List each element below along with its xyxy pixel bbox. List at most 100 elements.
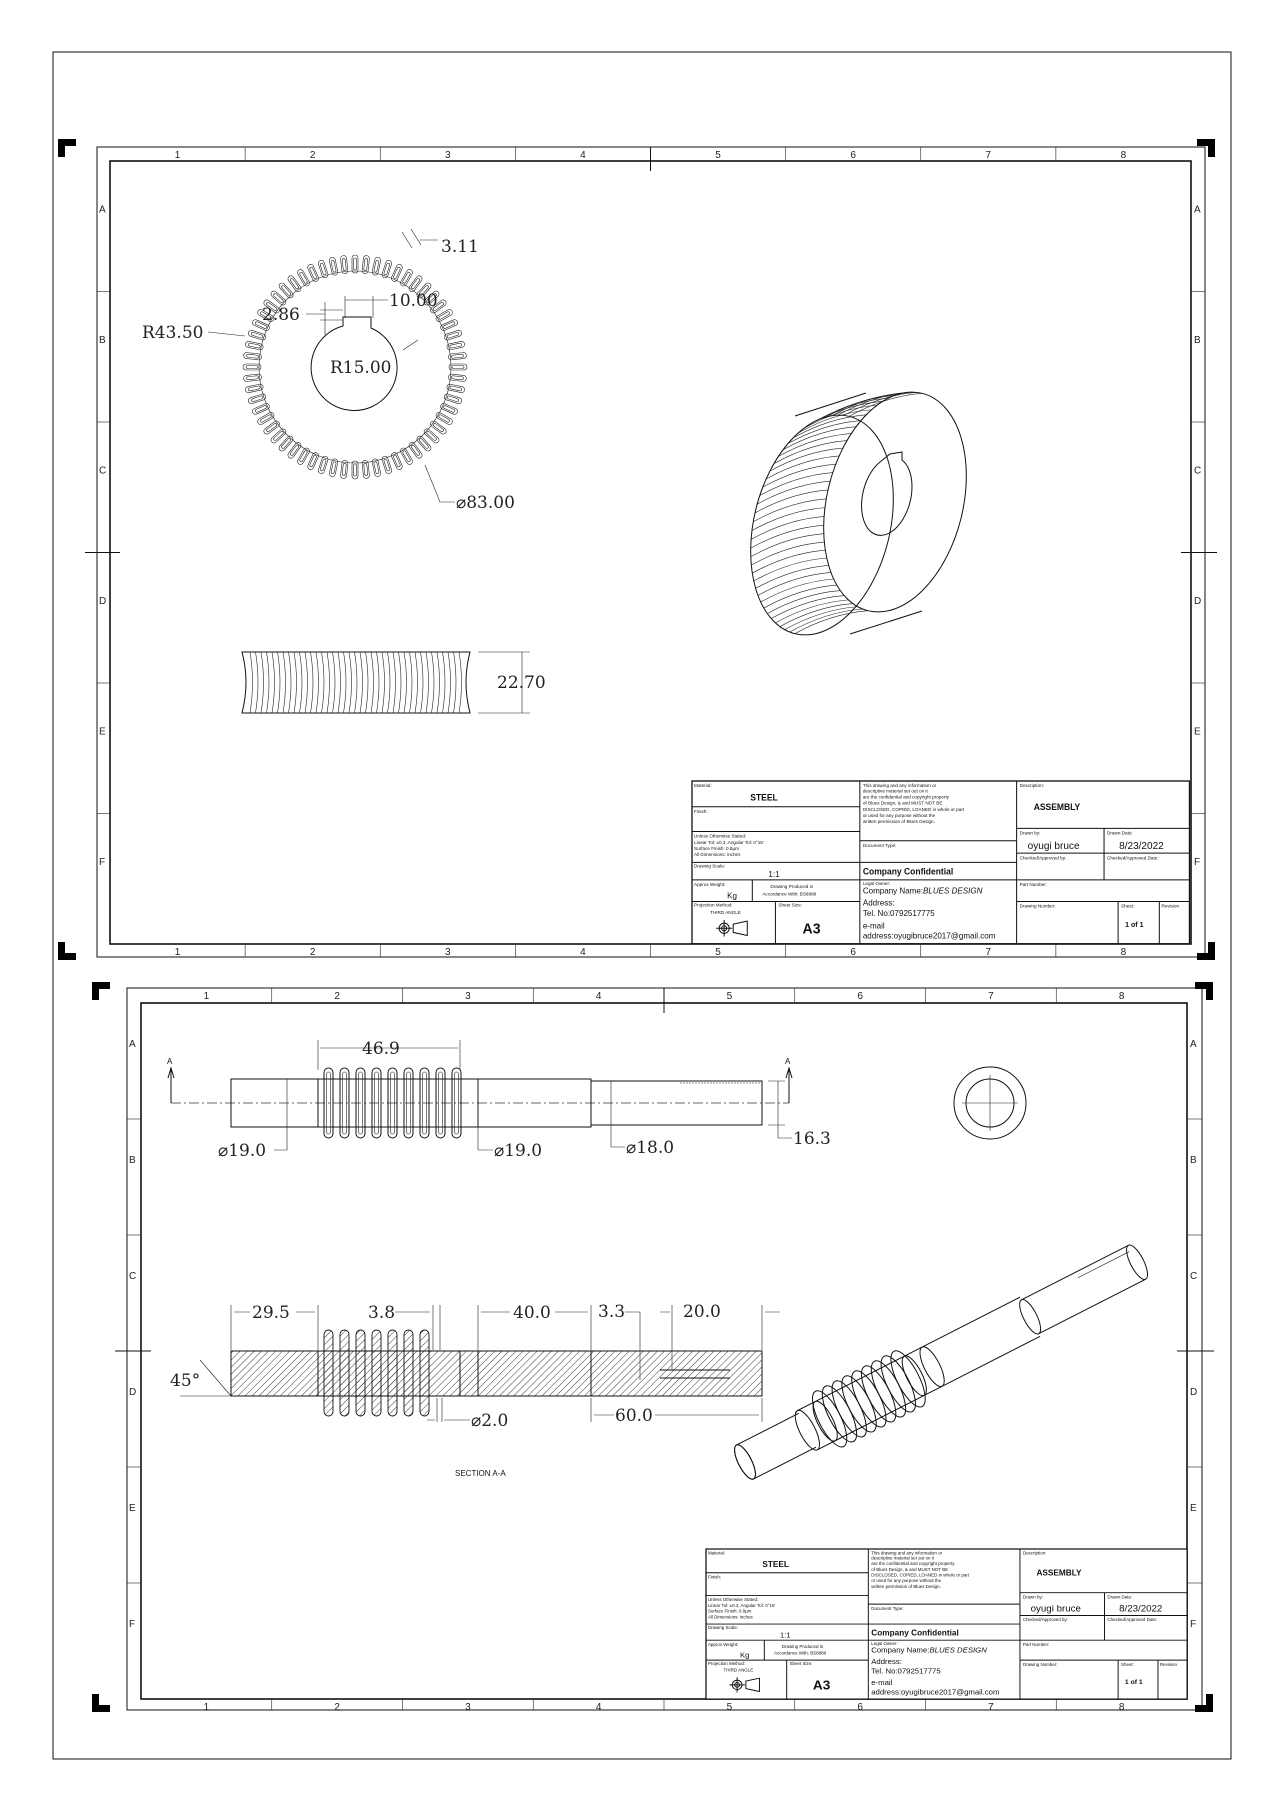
gear-tooth-inner	[290, 444, 299, 456]
zone-row-label: D	[129, 1387, 136, 1398]
gear-tooth-inner	[245, 365, 259, 369]
thread-turn	[435, 1067, 446, 1139]
gear-tooth	[263, 299, 280, 314]
gear-tooth	[287, 275, 302, 292]
document-type-label: Document Type:	[863, 843, 897, 848]
weight-unit: Kg	[727, 891, 737, 900]
gear-iso-tooth	[762, 463, 836, 488]
sheet-1: 3.11 10.00 2.86 R43.50 R15.00 ⌀83.00 22.…	[142, 228, 967, 714]
address-label: Address:	[871, 1657, 902, 1666]
corner-mark	[58, 139, 76, 157]
gear-tooth	[448, 363, 468, 371]
gear-tooth	[416, 282, 432, 299]
zone-row-label: A	[1190, 1039, 1197, 1050]
thread-ring	[890, 1350, 926, 1408]
zone-row-label: A	[99, 204, 106, 215]
gear-tooth	[381, 260, 392, 279]
telephone: Tel. No:0792517775	[871, 1667, 940, 1676]
zone-row-label: B	[99, 335, 106, 346]
gear-tooth	[307, 452, 319, 470]
gear-tooth-inner	[432, 423, 444, 432]
gear-tooth-inner	[402, 450, 411, 462]
description-label: Description:	[1020, 783, 1044, 788]
finish-label: Finish:	[708, 1574, 721, 1579]
zone-column-label: 7	[988, 1702, 994, 1713]
corner-mark	[1197, 139, 1215, 157]
gear-tooth	[340, 255, 349, 274]
dim-thread-length: 46.9	[362, 1039, 400, 1059]
drawn-by-value: oyugi bruce	[1031, 1604, 1081, 1615]
gear-tooth	[408, 275, 423, 292]
gear-side-tooth	[453, 651, 457, 714]
gear-teeth	[242, 254, 468, 480]
thread-turn	[355, 1067, 366, 1139]
gear-tooth	[371, 458, 381, 477]
zone-column-label: 8	[1121, 150, 1127, 161]
company-name-label: Company Name:	[863, 886, 923, 895]
gear-tooth	[408, 442, 423, 459]
gear-iso-tooth	[759, 472, 833, 496]
gear-tooth	[248, 393, 267, 404]
thread-turn	[419, 1067, 430, 1139]
thread-turn-inner	[438, 1071, 443, 1135]
gear-iso-tooth	[750, 533, 824, 557]
gear-tooth	[263, 420, 280, 435]
corner-mark	[1195, 1694, 1213, 1712]
shaft-end	[1126, 1244, 1149, 1280]
gear-tooth	[297, 447, 310, 465]
gear-tooth	[318, 455, 329, 474]
zone-column-label: 1	[175, 947, 181, 958]
thread-turn	[419, 1329, 430, 1417]
gear-side-tooth	[337, 651, 341, 714]
gear-tooth-inner	[451, 353, 464, 359]
telephone: Tel. No:0792517775	[863, 909, 935, 918]
zone-column-label: 6	[857, 991, 863, 1002]
gear-tooth	[448, 352, 467, 361]
zone-column-label: 4	[580, 150, 586, 161]
gear-tooth	[297, 269, 310, 287]
gear-tooth-inner	[446, 395, 460, 403]
disclaimer-line: of Blues Design, & and MUST NOT BE	[871, 1567, 948, 1572]
title-block: Material: STEEL Finish: Unless Otherwise…	[691, 780, 1191, 945]
checked-date-label: Checked/Approved Date:	[1107, 855, 1159, 860]
standard-line: Accordance With: BS8888	[762, 891, 816, 896]
thread-turn-inner	[326, 1071, 331, 1135]
section-marker-left: A	[167, 1057, 173, 1066]
zone-column-label: 8	[1121, 947, 1127, 958]
thread-turn	[403, 1067, 414, 1139]
gear-side-tooth	[343, 651, 347, 714]
shaft-segment	[904, 1346, 943, 1396]
dim-dia-mid: ⌀19.0	[494, 1141, 542, 1161]
dim-thread-pitch: 3.8	[368, 1303, 395, 1323]
disclaimer-line: are the confidential and copyright prope…	[871, 1561, 955, 1566]
gear-tooth	[381, 455, 392, 474]
gear-tooth	[446, 341, 465, 351]
shaft-dimensions: 46.9 ⌀19.0 ⌀19.0 ⌀18.0 16.3	[218, 1039, 831, 1161]
weight-label: Approx Weight:	[694, 882, 725, 887]
drawn-date-value: 8/23/2022	[1119, 841, 1164, 852]
projection-value: THIRD ANGLE	[710, 910, 741, 915]
sheet-label: Sheet:	[1121, 1662, 1134, 1667]
gear-iso-tooth	[757, 480, 831, 505]
gear-tooth	[423, 428, 440, 444]
projection-label: Projection Method:	[694, 903, 732, 908]
gear-iso-tooth	[779, 603, 853, 627]
thread-turn	[387, 1067, 398, 1139]
gear-iso-tooth	[757, 572, 831, 596]
gear-side-tooth	[271, 651, 275, 714]
gear-tooth	[252, 319, 270, 331]
shaft-end	[734, 1444, 756, 1480]
email-label: e-mail	[871, 1678, 892, 1687]
shaft-segment	[814, 1355, 925, 1442]
material-label: Material:	[694, 783, 712, 788]
gear-tooth-inner	[449, 342, 462, 349]
gear-side-tooth	[381, 651, 385, 714]
zone-row-label: F	[129, 1619, 135, 1630]
gear-side-tooth	[458, 651, 462, 714]
sheet-label: Sheet:	[1121, 904, 1134, 909]
scale-value: 1:1	[780, 1630, 791, 1639]
gear-tooth-inner	[363, 258, 369, 271]
gear-iso-tooth	[766, 455, 840, 480]
drawn-by-value: oyugi bruce	[1028, 841, 1080, 852]
